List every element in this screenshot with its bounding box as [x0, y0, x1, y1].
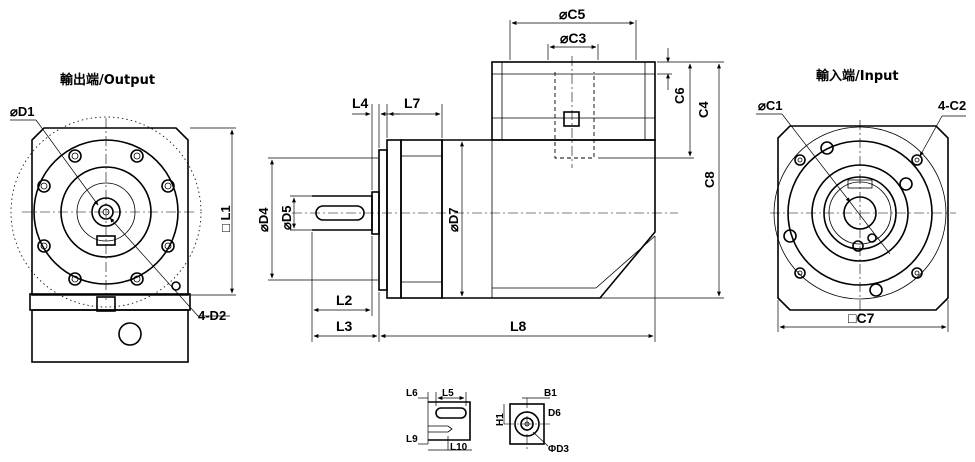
output-side-hole	[118, 322, 142, 346]
input-set-screw	[563, 111, 580, 127]
label-l10: L10	[450, 442, 468, 453]
output-pcd-dotted	[10, 116, 202, 308]
label-c1: ⌀C1	[758, 98, 782, 113]
label-l5: L5	[442, 388, 454, 399]
label-c2: 4-C2	[938, 98, 966, 113]
label-c4: C4	[696, 101, 711, 118]
label-d3: ΦD3	[548, 444, 569, 455]
side-view: ⌀C5 ⌀C3 C6 C4 C8 L4 L7 ⌀D4	[256, 6, 724, 342]
label-l6: L6	[406, 388, 418, 399]
label-d6: D6	[548, 408, 561, 419]
label-c6: C6	[672, 87, 687, 104]
label-d4: ⌀D4	[256, 207, 271, 232]
label-b1: B1	[544, 388, 557, 399]
gear-housing-front	[400, 139, 443, 299]
label-d1: ⌀D1	[10, 104, 34, 119]
label-l1: □ L1	[218, 205, 233, 232]
label-l4: L4	[352, 95, 369, 111]
input-bolt-holes	[783, 141, 923, 297]
label-d5: ⌀D5	[279, 206, 294, 230]
label-l3: L3	[336, 318, 353, 334]
input-title: 輸入端/Input	[816, 68, 899, 84]
label-c3: ⌀C3	[560, 30, 587, 46]
label-l2: L2	[336, 292, 353, 308]
label-c7: □C7	[848, 310, 875, 326]
input-end-view: 輸入端/Input ⌀C1 4-C2	[756, 68, 966, 332]
output-body-lower	[31, 309, 189, 363]
label-d2: 4-D2	[198, 308, 226, 323]
output-end-view: 輸出端/Output ⌀D	[10, 72, 236, 363]
label-l8: L8	[510, 318, 527, 334]
output-flange	[31, 127, 189, 296]
output-title: 輸出端/Output	[60, 72, 155, 88]
label-l9: L9	[406, 434, 418, 445]
label-c5: ⌀C5	[559, 6, 586, 22]
label-c8: C8	[702, 171, 717, 188]
flange-ring	[386, 139, 402, 299]
output-flange-side	[378, 149, 388, 291]
label-l7: L7	[404, 95, 421, 111]
output-key-slot	[96, 296, 116, 312]
input-square-flange	[777, 125, 949, 311]
shaft-detail: L6 L5 L9 L10 B1 H1 D6 ΦD3	[406, 388, 569, 455]
right-angle-body	[441, 139, 656, 299]
label-d7: ⌀D7	[446, 208, 461, 232]
label-h1: H1	[495, 413, 506, 426]
input-flange-top	[491, 61, 656, 141]
output-bolt-holes	[37, 149, 181, 291]
